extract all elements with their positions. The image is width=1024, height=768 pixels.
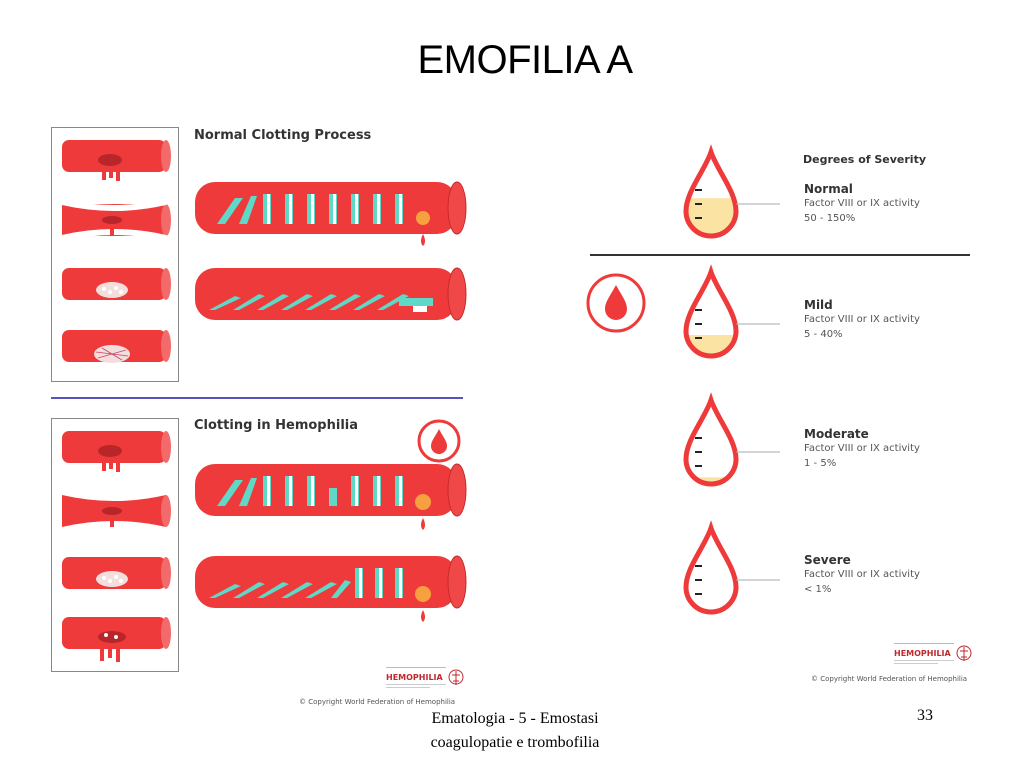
footer-line-1: Ematologia - 5 - Emostasi bbox=[431, 710, 599, 727]
left-figure-divider bbox=[51, 397, 463, 399]
severity-factor-text: Factor VIII or IX activity bbox=[804, 569, 920, 580]
severity-name: Mild bbox=[804, 298, 833, 312]
cascade-vessel-missing-factor bbox=[195, 463, 467, 530]
cascade-vessel-standing bbox=[195, 181, 467, 246]
severity-drop-mild bbox=[683, 264, 780, 359]
hemophilia-vessel-stages bbox=[62, 431, 171, 662]
logo-brand-text: HEMOPHILIA bbox=[386, 673, 443, 682]
page-number: 33 bbox=[917, 707, 933, 724]
vessel-stage-injury bbox=[62, 140, 171, 181]
normal-cascade-diagram bbox=[195, 181, 467, 321]
vessel-stage-constriction bbox=[61, 199, 171, 241]
logo-brand-text: HEMOPHILIA bbox=[894, 649, 951, 658]
drop-outline bbox=[683, 144, 739, 239]
severity-range: 1 - 5% bbox=[804, 458, 837, 469]
severity-name: Severe bbox=[804, 553, 851, 567]
left-copyright: © Copyright World Federation of Hemophil… bbox=[299, 698, 456, 706]
world-figure-icon bbox=[956, 645, 972, 661]
vessel-stage-bleeding bbox=[62, 617, 171, 662]
severity-factor-text: Factor VIII or IX activity bbox=[804, 443, 920, 454]
wfh-logo-right: HEMOPHILIA bbox=[894, 643, 984, 671]
severity-range: 5 - 40% bbox=[804, 329, 843, 340]
cascade-vessel-interrupted bbox=[195, 555, 467, 622]
wfh-logo-left: HEMOPHILIA bbox=[386, 667, 476, 695]
left-figure bbox=[0, 0, 1, 1]
hemophilia-clotting-heading: Clotting in Hemophilia bbox=[194, 418, 359, 433]
severity-divider bbox=[590, 254, 970, 256]
hemophilia-vessel-panel bbox=[51, 418, 179, 672]
blood-drop-icon bbox=[417, 419, 461, 463]
severity-factor-text: Factor VIII or IX activity bbox=[804, 314, 920, 325]
normal-vessel-stages bbox=[61, 140, 171, 363]
severity-drops bbox=[683, 144, 780, 615]
severity-item-normal: Normal Factor VIII or IX activity 50 - 1… bbox=[804, 182, 920, 226]
severity-name: Normal bbox=[804, 182, 853, 196]
vessel-stage-fibrin-clot bbox=[62, 330, 171, 363]
severity-factor-text: Factor VIII or IX activity bbox=[804, 198, 920, 209]
normal-vessel-panel bbox=[51, 127, 179, 382]
drop-outline bbox=[683, 264, 739, 359]
drop-outline bbox=[683, 392, 739, 487]
vessel-stage-constriction bbox=[62, 495, 171, 527]
severity-heading: Degrees of Severity bbox=[803, 153, 926, 166]
slide-title: EMOFILIA A bbox=[417, 38, 633, 82]
footer-line-2: coagulopatie e trombofilia bbox=[430, 734, 600, 751]
severity-drop-normal bbox=[683, 144, 780, 239]
vessel-stage-platelet-plug bbox=[62, 557, 171, 589]
plasma-fill-level bbox=[686, 477, 736, 484]
normal-clotting-heading: Normal Clotting Process bbox=[194, 128, 372, 143]
drop-outline bbox=[683, 520, 739, 615]
severity-drop-moderate bbox=[683, 392, 780, 487]
severity-name: Moderate bbox=[804, 427, 869, 441]
severity-drop-severe bbox=[683, 520, 780, 615]
vessel-stage-injury bbox=[62, 431, 171, 472]
slide-footer: Ematologia - 5 - Emostasi coagulopatie e… bbox=[380, 707, 650, 755]
severity-item-moderate: Moderate Factor VIII or IX activity 1 - … bbox=[804, 427, 920, 471]
vessel-stage-platelet-plug bbox=[62, 268, 171, 300]
world-figure-icon bbox=[448, 669, 464, 685]
severity-item-mild: Mild Factor VIII or IX activity 5 - 40% bbox=[804, 298, 920, 342]
cascade-vessel-fallen bbox=[195, 267, 467, 321]
severity-range: 50 - 150% bbox=[804, 213, 856, 224]
severity-range: < 1% bbox=[804, 584, 832, 595]
hemophilia-cascade-diagram bbox=[195, 463, 467, 622]
right-copyright: © Copyright World Federation of Hemophil… bbox=[811, 675, 968, 683]
blood-drop-icon bbox=[586, 273, 646, 333]
severity-item-severe: Severe Factor VIII or IX activity < 1% bbox=[804, 553, 920, 597]
